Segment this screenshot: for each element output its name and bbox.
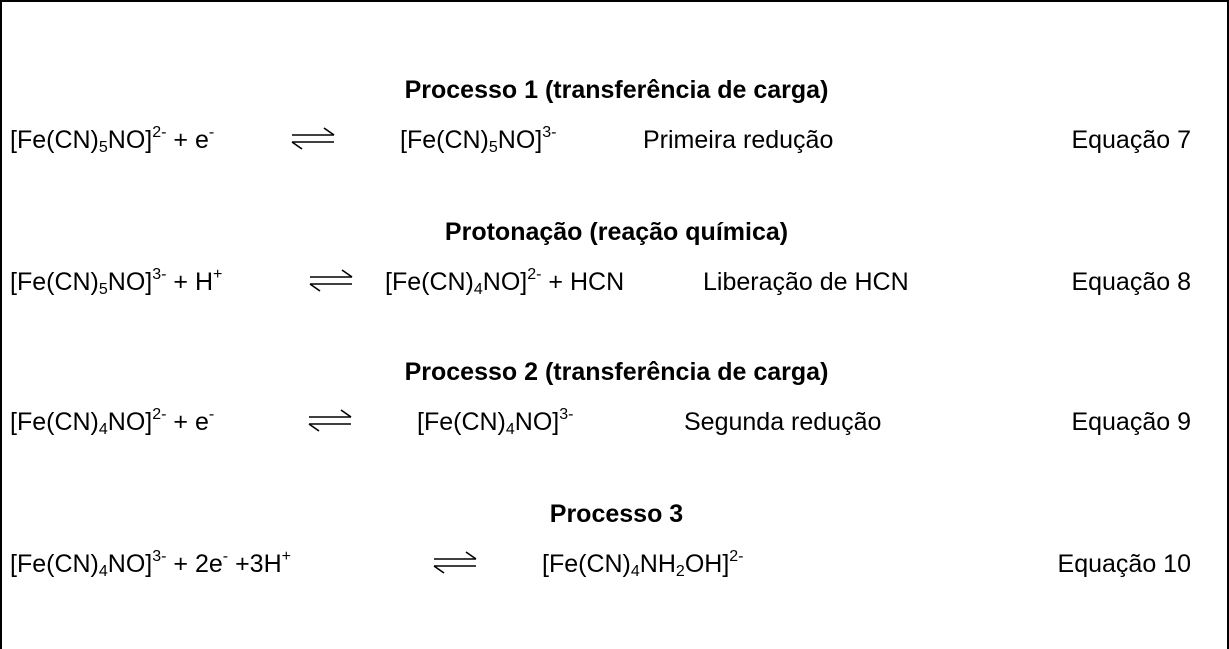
eq10-reactant: [Fe(CN)4NO]3- + 2e- +3H+ <box>10 548 291 580</box>
equilibrium-arrow-icon <box>291 127 335 150</box>
eq8-number: Equação 8 <box>1071 268 1191 296</box>
eq7-number: Equação 7 <box>1071 126 1191 154</box>
eq10-product: [Fe(CN)4NH2OH]2- <box>542 548 744 580</box>
eq10-number: Equação 10 <box>1057 550 1191 578</box>
equilibrium-arrow-icon <box>308 409 352 432</box>
eq9-number: Equação 9 <box>1071 408 1191 436</box>
equation-10: [Fe(CN)4NO]3- + 2e- +3H+ [Fe(CN)4NH2OH]2… <box>2 546 1229 582</box>
protonation-heading: Protonação (reação química) <box>444 218 789 246</box>
equilibrium-arrow-icon <box>309 269 353 292</box>
process1-heading: Processo 1 (transferência de carga) <box>404 76 829 104</box>
equation-7: [Fe(CN)5NO]2- + e- [Fe(CN)5NO]3- Primeir… <box>2 122 1229 158</box>
eq9-product: [Fe(CN)4NO]3- <box>417 406 574 438</box>
eq9-label: Segunda redução <box>684 408 882 436</box>
equation-9: [Fe(CN)4NO]2- + e- [Fe(CN)4NO]3- Segunda… <box>2 404 1229 440</box>
eq7-reactant: [Fe(CN)5NO]2- + e- <box>10 124 215 156</box>
eq8-product: [Fe(CN)4NO]2- + HCN <box>385 266 625 298</box>
eq7-label: Primeira redução <box>643 126 834 154</box>
equilibrium-arrow-icon <box>433 551 477 574</box>
eq7-product: [Fe(CN)5NO]3- <box>400 124 557 156</box>
equation-8: [Fe(CN)5NO]3- + H+ [Fe(CN)4NO]2- + HCN L… <box>2 264 1229 300</box>
process3-heading: Processo 3 <box>549 500 684 528</box>
eq8-reactant: [Fe(CN)5NO]3- + H+ <box>10 266 223 298</box>
eq8-label: Liberação de HCN <box>703 268 909 296</box>
eq9-reactant: [Fe(CN)4NO]2- + e- <box>10 406 215 438</box>
process2-heading: Processo 2 (transferência de carga) <box>404 358 829 386</box>
